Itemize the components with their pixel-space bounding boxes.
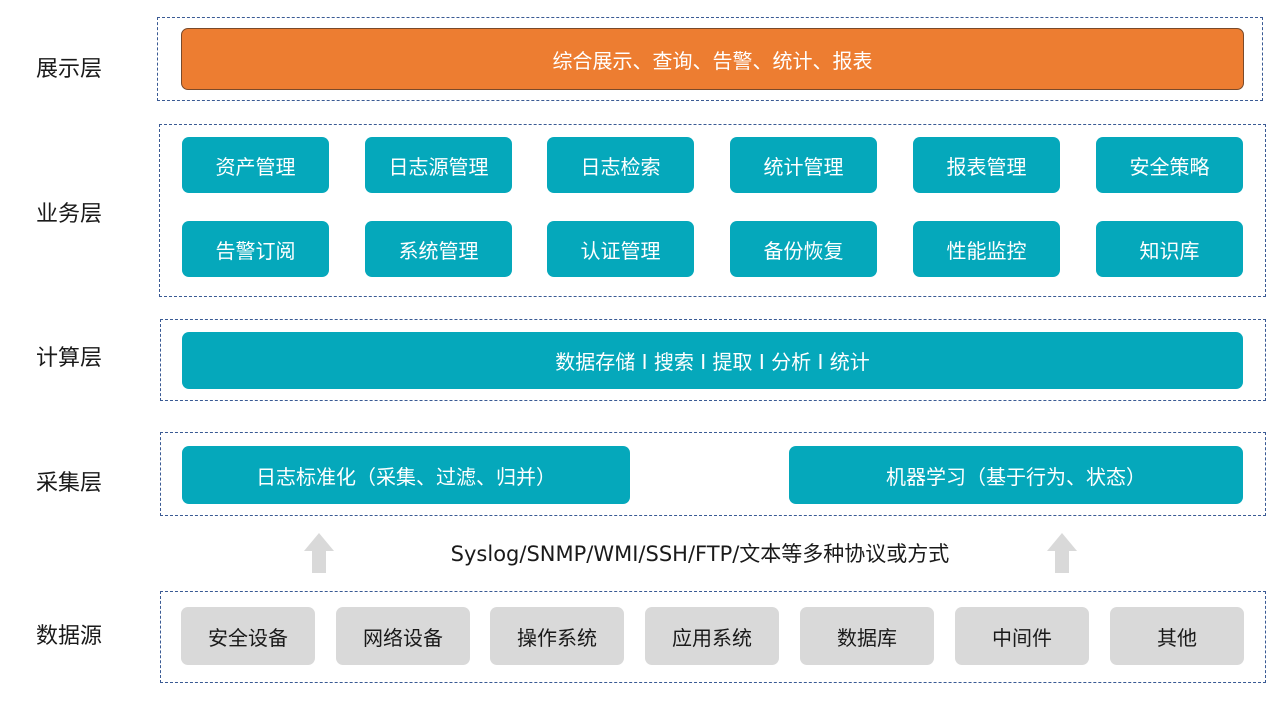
business-item-log-search[interactable]: 日志检索 — [547, 137, 694, 193]
business-item-security-policy[interactable]: 安全策略 — [1096, 137, 1243, 193]
layer-label-sources: 数据源 — [36, 624, 103, 649]
up-arrow-icon — [304, 533, 334, 573]
source-item-middleware[interactable]: 中间件 — [955, 607, 1089, 665]
source-item-application[interactable]: 应用系统 — [645, 607, 779, 665]
presentation-bar[interactable]: 综合展示、查询、告警、统计、报表 — [181, 28, 1244, 90]
source-item-security-device[interactable]: 安全设备 — [181, 607, 315, 665]
layer-label-presentation: 展示层 — [36, 57, 103, 82]
protocol-text: Syslog/SNMP/WMI/SSH/FTP/文本等多种协议或方式 — [450, 542, 950, 566]
presentation-layer-box — [157, 17, 1263, 101]
business-layer-box — [159, 124, 1266, 297]
up-arrow-icon — [1047, 533, 1077, 573]
business-item-knowledge-base[interactable]: 知识库 — [1096, 221, 1243, 277]
compute-bar[interactable]: 数据存储 I 搜索 I 提取 I 分析 I 统计 — [182, 332, 1243, 389]
source-item-os[interactable]: 操作系统 — [490, 607, 624, 665]
business-item-alert-subscription[interactable]: 告警订阅 — [182, 221, 329, 277]
business-item-system[interactable]: 系统管理 — [365, 221, 512, 277]
layer-label-compute: 计算层 — [36, 346, 103, 371]
collection-item-log-normalization[interactable]: 日志标准化（采集、过滤、归并） — [182, 446, 630, 504]
layer-label-business: 业务层 — [36, 202, 103, 227]
source-item-network-device[interactable]: 网络设备 — [336, 607, 470, 665]
layer-label-collection: 采集层 — [36, 471, 103, 496]
source-item-database[interactable]: 数据库 — [800, 607, 934, 665]
business-item-log-source[interactable]: 日志源管理 — [365, 137, 512, 193]
compute-layer-box — [160, 319, 1266, 401]
source-item-other[interactable]: 其他 — [1110, 607, 1244, 665]
collection-layer-box — [160, 432, 1266, 516]
business-item-backup[interactable]: 备份恢复 — [730, 221, 877, 277]
sources-layer-box — [160, 591, 1266, 683]
collection-item-machine-learning[interactable]: 机器学习（基于行为、状态） — [789, 446, 1243, 504]
business-item-statistics[interactable]: 统计管理 — [730, 137, 877, 193]
business-item-auth[interactable]: 认证管理 — [547, 221, 694, 277]
business-item-performance[interactable]: 性能监控 — [913, 221, 1060, 277]
business-item-report[interactable]: 报表管理 — [913, 137, 1060, 193]
business-item-asset[interactable]: 资产管理 — [182, 137, 329, 193]
